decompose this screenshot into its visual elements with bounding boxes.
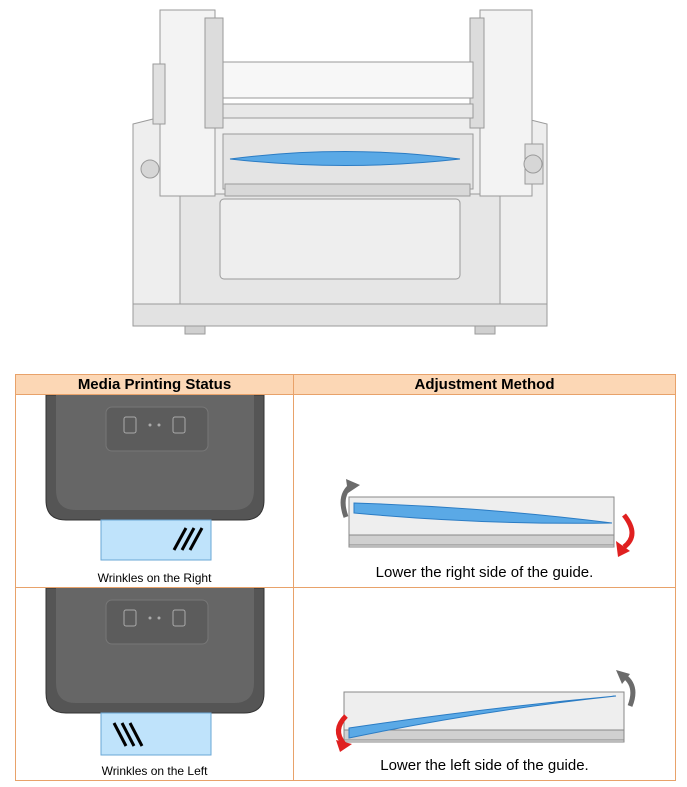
media-guide <box>353 502 613 524</box>
printer-output-illustration <box>45 588 265 756</box>
rotate-up-icon <box>622 673 636 707</box>
media-guide <box>348 695 617 739</box>
header-media-printing-status: Media Printing Status <box>15 374 294 395</box>
rotate-down-icon <box>622 513 635 549</box>
table-row: Wrinkles on the Right Lower the right si… <box>15 394 676 588</box>
method-caption: Lower the right side of the guide. <box>375 564 594 581</box>
table-row: Wrinkles on the Left Lower the left side… <box>15 587 676 781</box>
status-cell-left: Wrinkles on the Left <box>16 588 293 780</box>
method-cell-right: Lower the right side of the guide. <box>294 395 675 587</box>
guide-adjust-illustration <box>340 479 635 557</box>
adjustment-table: Media Printing Status Adjustment Method <box>15 374 676 781</box>
printer-output-illustration <box>45 395 265 561</box>
wrinkle-marks <box>112 722 144 747</box>
guide-adjust-illustration <box>336 670 636 752</box>
wrinkle-marks <box>172 527 204 551</box>
media-guide <box>229 151 461 166</box>
status-caption: Wrinkles on the Right <box>97 571 212 585</box>
printer-illustration <box>132 9 548 335</box>
status-caption: Wrinkles on the Left <box>101 764 208 778</box>
method-cell-left: Lower the left side of the guide. <box>294 588 675 780</box>
header-adjustment-method: Adjustment Method <box>293 374 676 395</box>
status-cell-right: Wrinkles on the Right <box>16 395 293 587</box>
method-caption: Lower the left side of the guide. <box>380 757 589 774</box>
